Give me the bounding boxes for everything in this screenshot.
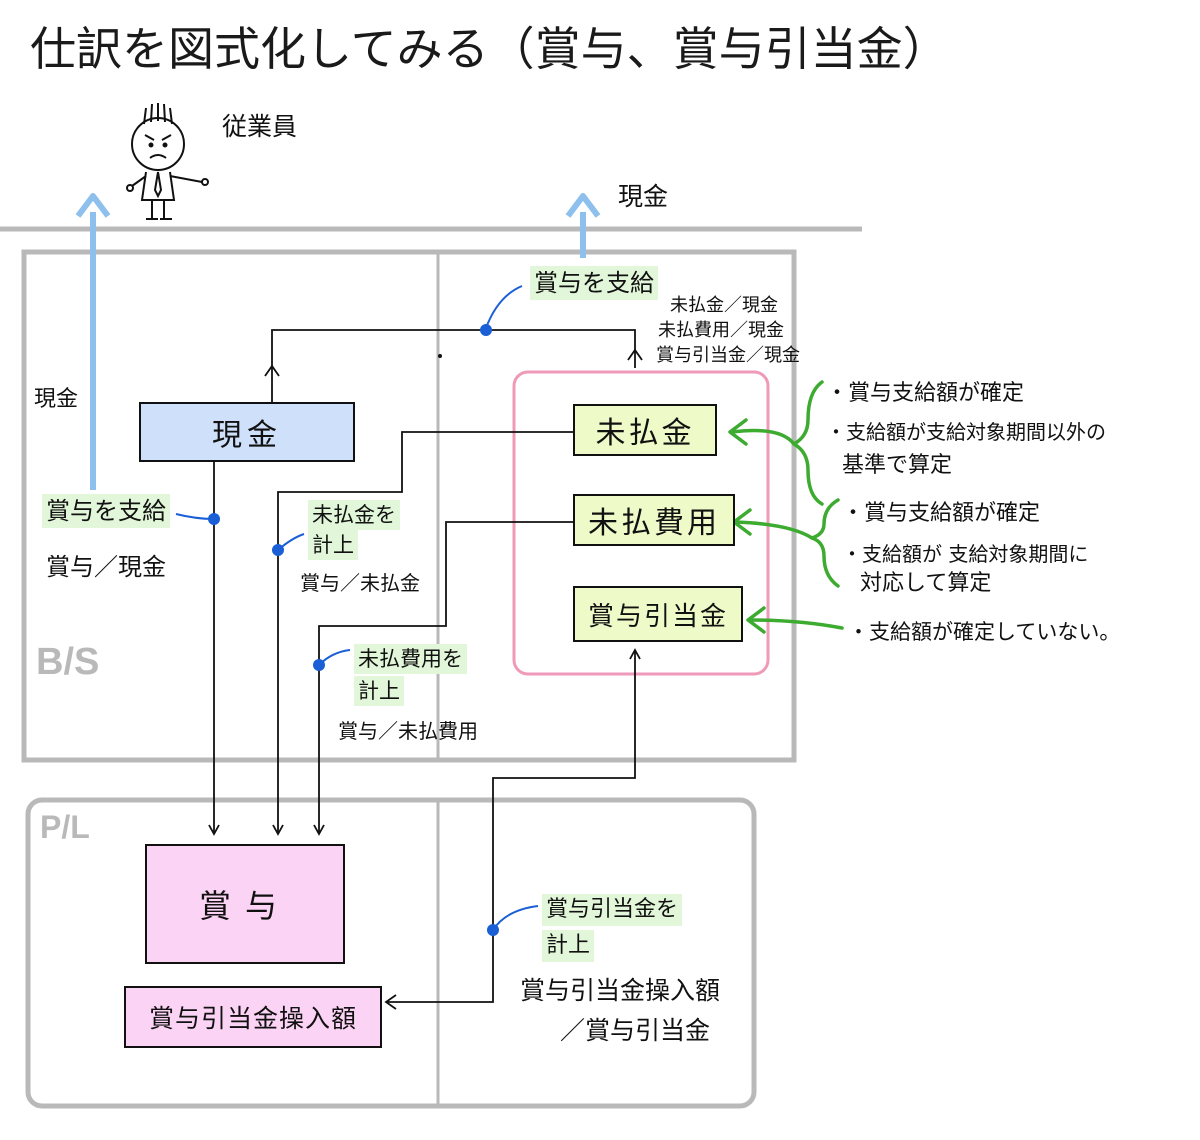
pl-frame xyxy=(25,797,757,1109)
provision-account-label: 賞与引当金操入額 xyxy=(148,1004,357,1033)
accrued-heading-line2: 計上 xyxy=(308,530,358,560)
dot-allowance xyxy=(487,905,539,936)
pay-bonus-top-heading: 賞与を支給 xyxy=(530,266,658,300)
pay-entry-allowance: 賞与引当金／現金 xyxy=(656,345,800,366)
accrued-expense-note-1: ・賞与支給額が確定 xyxy=(842,501,1041,526)
allowance-heading-line2: 計上 xyxy=(542,930,595,962)
bs-label: B/S xyxy=(36,641,100,683)
arrow-to-provision xyxy=(384,994,397,1010)
cash-to-top-route xyxy=(271,329,636,402)
accrued-expense-heading-line2: 計上 xyxy=(354,676,404,706)
accrued-entry: 賞与／未払金 xyxy=(300,571,420,595)
accrued-note-3: 基準で算定 xyxy=(842,453,953,478)
allowance-heading-line1: 賞与引当金を xyxy=(542,894,683,926)
accrued-expense-note-3: 対応して算定 xyxy=(860,571,992,596)
pay-entry-left: 賞与／現金 xyxy=(46,553,166,581)
accrued-expense-heading-line1: 未払費用を xyxy=(354,644,467,674)
dot-top xyxy=(480,285,523,336)
accrued-note-1: ・賞与支給額が確定 xyxy=(826,381,1025,406)
small-dot xyxy=(438,354,442,358)
allowance-entry-line2: ／賞与引当金 xyxy=(560,1016,711,1045)
accrued-expense-to-bonus-line xyxy=(313,521,573,836)
accrued-account-box: 未払金 xyxy=(573,404,717,456)
accrued-note-2: ・支給額が支給対象期間以外の xyxy=(826,420,1106,444)
arrow-up-to-cash xyxy=(264,364,280,377)
pl-label: P/L xyxy=(40,809,90,845)
cash-account-label: 現金 xyxy=(212,418,282,453)
allowance-entry-line1: 賞与引当金操入額 xyxy=(520,976,721,1005)
cash-outflow-arrow-top xyxy=(565,193,601,258)
accrued-expense-account-label: 未払費用 xyxy=(588,506,720,541)
bonus-account-box: 賞与 xyxy=(145,844,345,964)
pay-bonus-left-heading: 賞与を支給 xyxy=(42,494,170,528)
provision-to-allowance-line xyxy=(386,648,641,1003)
cash-outflow-arrow-left xyxy=(75,193,111,490)
green-arrow-allowance xyxy=(746,606,844,634)
accrued-heading-line1: 未払金を xyxy=(308,500,400,530)
dot-left xyxy=(175,513,220,525)
cash-label-top: 現金 xyxy=(618,182,669,211)
accrued-expense-account-box: 未払費用 xyxy=(573,494,735,546)
accrued-account-label: 未払金 xyxy=(595,416,695,451)
accrued-expense-entry: 賞与／未払費用 xyxy=(338,719,478,743)
bs-frame xyxy=(21,249,797,763)
page-title: 仕訳を図式化してみる（賞与、賞与引当金） xyxy=(30,22,949,76)
cash-label-left: 現金 xyxy=(34,387,79,412)
provision-account-box: 賞与引当金操入額 xyxy=(124,986,382,1048)
accrued-to-bonus-line xyxy=(272,431,573,836)
dot-accrued xyxy=(272,533,305,556)
green-arrow-accrued xyxy=(728,380,824,506)
allowance-note-1: ・支給額が確定していない。 xyxy=(848,620,1121,644)
employee-icon xyxy=(126,103,209,220)
cash-account-box: 現金 xyxy=(139,402,355,462)
pay-entry-accrued-expense: 未払費用／現金 xyxy=(658,320,784,341)
pay-entry-accrued: 未払金／現金 xyxy=(670,295,778,316)
dot-accrued-expense xyxy=(313,649,351,671)
arrow-up-to-liabilities xyxy=(627,348,643,361)
allowance-account-label: 賞与引当金 xyxy=(587,601,728,632)
bonus-account-label: 賞与 xyxy=(198,887,291,925)
accrued-expense-note-2: ・支給額が 支給対象期間に xyxy=(842,542,1089,566)
employee-label: 従業員 xyxy=(222,112,298,141)
green-arrow-accrued-expense xyxy=(732,498,840,588)
allowance-account-box: 賞与引当金 xyxy=(573,586,743,642)
